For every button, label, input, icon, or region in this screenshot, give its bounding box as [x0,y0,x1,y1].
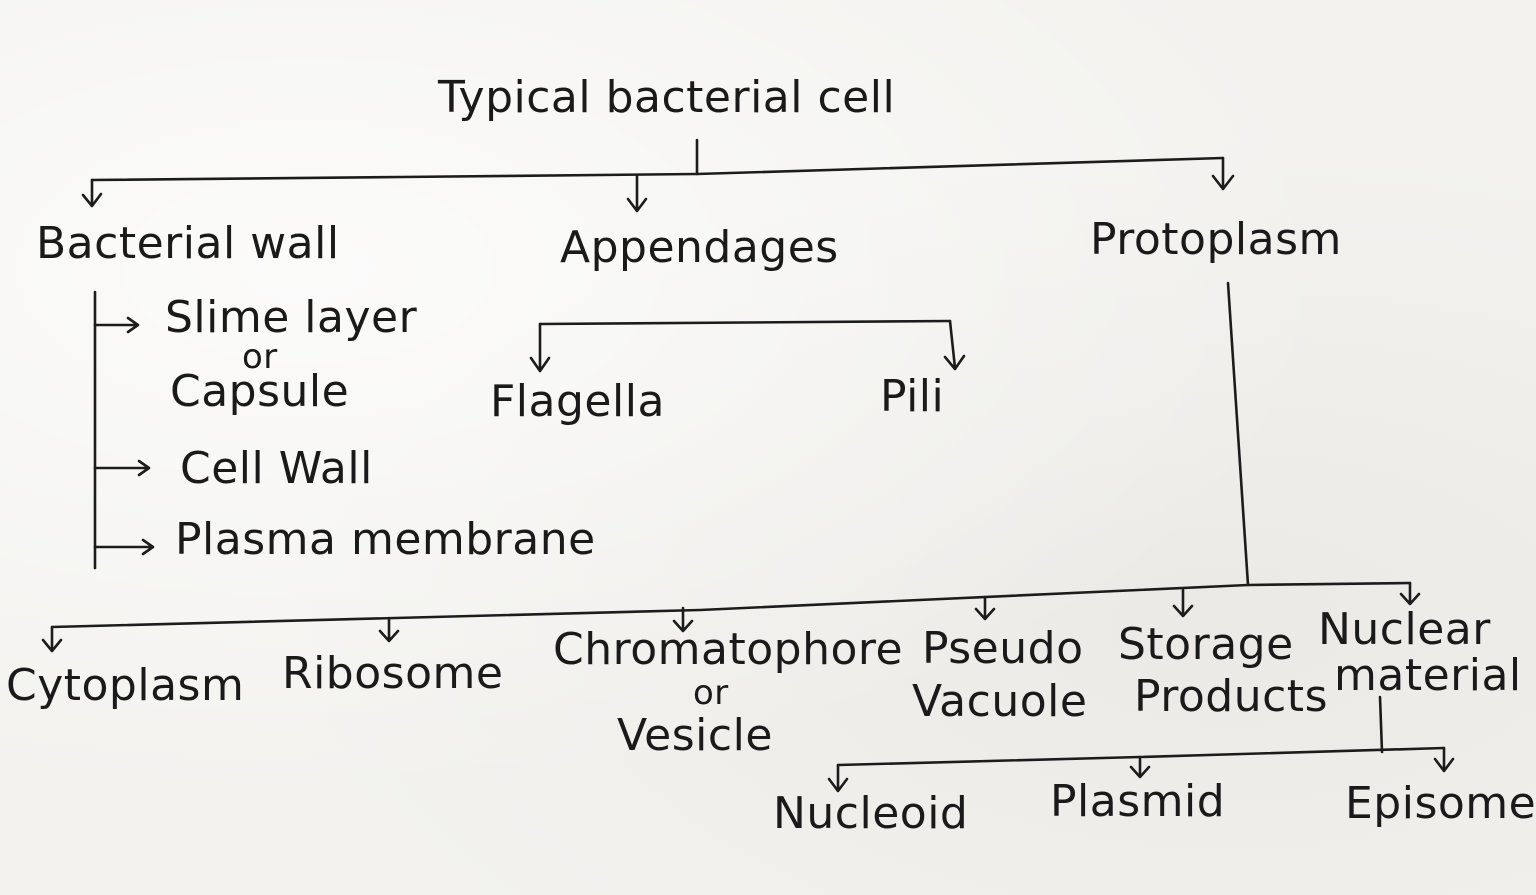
item-plasma-membrane: Plasma membrane [175,514,596,565]
arrow-flagella [529,322,551,373]
branch-bacterial-wall: Bacterial wall [36,218,340,269]
item-flagella: Flagella [490,376,665,427]
arrow-protoplasm [1211,156,1235,191]
item-products: Products [1134,671,1328,722]
arrow-chromatophore [672,606,694,633]
branch-appendages: Appendages [560,222,839,273]
appendages-bar [538,319,952,326]
item-vesicle: Vesicle [617,710,773,761]
arrow-ribosome [378,616,400,643]
protoplasm-stem [1226,281,1250,587]
branch-protoplasm: Protoplasm [1090,214,1342,265]
arrow-appendages [626,174,648,213]
item-nucleoid: Nucleoid [773,788,969,839]
item-ribosome: Ribosome [282,648,504,699]
arrow-bacterial-wall [81,178,103,208]
arrow-cellwall [93,459,151,477]
arrow-nucleoid [827,763,849,793]
item-storage: Storage [1118,619,1294,670]
item-slime-or: or [242,337,278,377]
item-material: material [1334,650,1522,701]
arrow-slime [93,316,140,334]
arrow-pili [943,319,966,371]
item-chromatophore: Chromatophore [553,624,904,675]
item-vacuole: Vacuole [912,676,1088,727]
arrow-storage [1172,588,1194,618]
item-pseudo: Pseudo [922,623,1084,674]
nuclear-stem [1378,695,1384,754]
arrow-plasma [93,538,155,556]
item-cell-wall: Cell Wall [180,443,373,494]
arrow-plasmid [1129,755,1151,779]
root-bar [90,156,1225,182]
item-cytoplasm: Cytoplasm [6,660,245,711]
item-capsule: Capsule [170,366,350,417]
arrow-nuclear [1399,581,1421,606]
arrow-episome [1433,746,1455,773]
arrow-cytoplasm [41,625,63,653]
item-episome: Episome [1345,778,1536,829]
item-pili: Pili [880,371,945,422]
item-plasmid: Plasmid [1050,776,1226,827]
protoplasm-bar [50,581,1412,629]
item-chromatophore-or: or [693,673,729,713]
root-title: Typical bacterial cell [438,72,896,123]
item-nuclear: Nuclear [1318,604,1491,655]
item-slime-layer: Slime layer [165,292,418,343]
arrow-pseudo [974,595,996,621]
